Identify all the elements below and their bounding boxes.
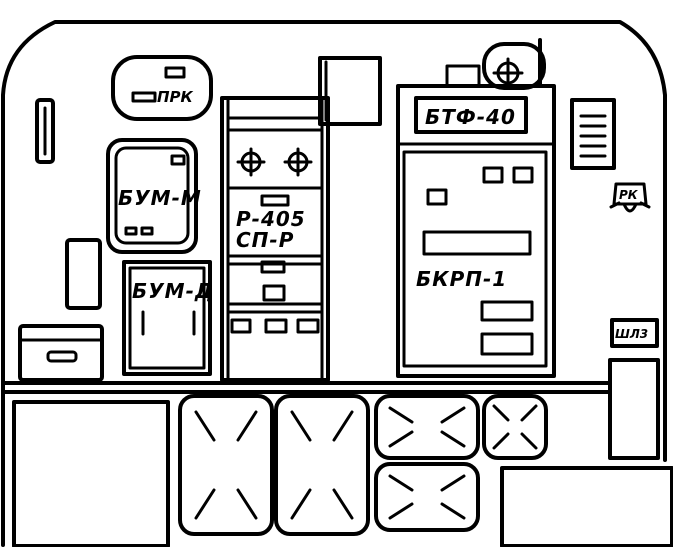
lower-panel-x-1: [178, 394, 274, 536]
bum-m-lamp-2: [140, 226, 154, 236]
bkrp1-button-2: [480, 332, 534, 356]
sp-r-label: СП-Р: [236, 228, 294, 252]
btf40-display: [414, 96, 528, 134]
lower-panel-x-3: [374, 394, 480, 460]
bkrp1-label: БКРП-1: [416, 267, 507, 291]
small-box-left: [65, 238, 102, 310]
r405-bottom-slot-3: [296, 318, 320, 334]
r405-slot-lower: [262, 284, 286, 302]
btf40-label: БТФ-40: [425, 105, 516, 129]
bkrp1-lamp-top-1: [482, 166, 504, 184]
tray-box-slot: [46, 350, 78, 363]
notes-panel-body: [570, 98, 616, 170]
tray-box-body: [18, 324, 104, 382]
bkrp1-button-1: [480, 300, 534, 322]
lower-panel-x-5: [374, 462, 480, 532]
shl3-box: [610, 318, 659, 348]
bum-d-unit-inner: [128, 266, 206, 370]
lower-compartment-right: [500, 466, 673, 548]
prk-label: ПРК: [157, 88, 194, 106]
bkrp1-panel: [402, 150, 548, 368]
r405-knob-left-icon: [236, 147, 266, 177]
r405-bottom-slot-1: [230, 318, 252, 334]
prk-indicator-lamp: [164, 66, 186, 79]
rk-lamp-mount-right: [639, 201, 651, 209]
lower-panel-x-2: [274, 394, 370, 536]
r405-knob-right-icon: [283, 147, 313, 177]
btf-bkrp-frame: [396, 84, 556, 378]
fan-unit: [445, 38, 546, 90]
r405-indicator: [260, 194, 290, 207]
r405-rack: [220, 96, 330, 382]
r405-slot-upper: [260, 260, 286, 274]
bkrp1-lamp-left: [426, 188, 448, 206]
notes-panel: [570, 98, 616, 170]
prk-switch: [131, 91, 157, 103]
btf-bkrp-unit: [396, 84, 556, 378]
r405-rack-frame: [220, 96, 330, 382]
upper-box-center: [318, 56, 382, 126]
bum-d-label: БУМ-Д: [132, 279, 214, 303]
bum-d-unit: [122, 260, 212, 376]
lower-compartment-left: [12, 400, 170, 548]
rk-lamp-mount-left: [609, 201, 621, 209]
tall-box-right: [608, 358, 660, 460]
tray-box-left: [18, 324, 104, 382]
bum-m-label: БУМ-М: [118, 186, 202, 210]
r405-label: Р-405: [236, 207, 306, 231]
bum-m-unit-body: [106, 138, 198, 254]
bkrp1-display: [422, 230, 532, 256]
rk-label: РК: [619, 188, 639, 202]
lower-panel-x-4: [482, 394, 548, 460]
bum-m-lamp-1: [124, 226, 138, 236]
bum-m-indicator: [170, 154, 186, 166]
bum-m-unit: [106, 138, 198, 254]
shl3-label: ШЛ3: [615, 327, 648, 341]
cabin-outline: [1, 20, 667, 547]
vertical-slot-indicator: [35, 98, 55, 164]
bum-d-unit-body: [122, 260, 212, 376]
fan-unit-base-box: [445, 64, 481, 88]
fan-knob-icon: [492, 57, 524, 89]
prk-unit: [111, 55, 213, 121]
bum-m-unit-inner: [114, 146, 190, 245]
r405-bottom-slot-2: [264, 318, 288, 334]
prk-unit-body: [111, 55, 213, 121]
rk-lamp: [609, 182, 651, 213]
rk-lamp-bulb: [622, 202, 638, 213]
bkrp1-lamp-top-2: [512, 166, 534, 184]
